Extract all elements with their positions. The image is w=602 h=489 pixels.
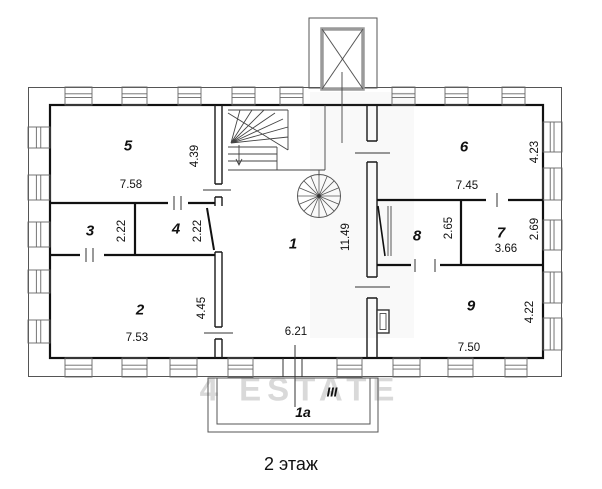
window-symbol	[392, 357, 421, 378]
balcony	[207, 377, 379, 433]
room-2-width-dim: 7.53	[126, 332, 148, 344]
room-3-height-dim: 2.22	[116, 220, 128, 242]
window-symbol	[177, 86, 202, 106]
window-symbol	[121, 357, 148, 378]
window-symbol	[64, 86, 93, 106]
watermark-shade	[310, 92, 414, 338]
room-8-number: 8	[413, 228, 422, 245]
window-symbol	[504, 357, 528, 378]
room-2-number: 2	[135, 302, 145, 319]
window-symbol	[542, 121, 563, 153]
window-symbol	[27, 174, 51, 201]
window-symbol	[279, 86, 304, 106]
staircase	[227, 109, 289, 170]
room-3-number: 3	[86, 223, 95, 240]
window-symbol	[169, 357, 198, 378]
room-6-width-dim: 7.45	[456, 180, 478, 192]
flue-niche	[376, 309, 390, 334]
room-1-width-dim: 6.21	[285, 326, 307, 338]
shaft	[308, 17, 378, 143]
room-7-number: 7	[497, 225, 506, 242]
window-symbol	[64, 357, 93, 378]
room-4-number: 4	[171, 221, 181, 238]
window-symbol	[391, 86, 416, 106]
spiral-staircase	[297, 174, 341, 218]
room4-door-leaf	[206, 207, 215, 251]
stair-down-arrow	[235, 145, 243, 167]
window-symbol	[542, 271, 563, 304]
room-1-height-dim: 11.49	[340, 223, 352, 251]
room-6-number: 6	[460, 139, 469, 156]
room-9-width-dim: 7.50	[458, 342, 480, 354]
window-symbol	[27, 126, 51, 149]
room-9-number: 9	[467, 298, 476, 315]
window-symbol	[542, 167, 563, 201]
room8-door-leaf	[377, 205, 392, 257]
window-symbol	[121, 86, 148, 106]
window-symbol	[227, 357, 254, 378]
room-5-number: 5	[124, 138, 133, 155]
room-2-height-dim: 4.45	[196, 297, 208, 319]
window-symbol	[501, 86, 526, 106]
room-4-height-dim: 2.22	[192, 220, 204, 242]
window-symbol	[27, 269, 51, 294]
window-symbol	[231, 86, 256, 106]
window-symbol	[27, 319, 51, 344]
room-1a-number: 1a	[295, 404, 311, 420]
balcony-door	[282, 345, 303, 407]
room-7-width-dim: 3.66	[495, 243, 517, 255]
floor-caption: 2 этаж	[264, 454, 318, 474]
labels: 5 7.58 4.39 3 2.22 4 2.22 2 7.53 4.45 1 …	[86, 138, 541, 475]
balcony-marker: III	[327, 385, 338, 400]
room-5-width-dim: 7.58	[120, 179, 142, 191]
room-5-height-dim: 4.39	[189, 145, 201, 167]
window-symbol	[336, 357, 363, 378]
window-symbol	[27, 221, 51, 248]
room-1-number: 1	[289, 236, 297, 253]
room-6-height-dim: 4.23	[529, 141, 541, 163]
window-symbol	[542, 317, 563, 351]
doors	[85, 152, 498, 407]
room-7-height-dim: 2.69	[529, 218, 541, 240]
room-8-height-dim: 2.65	[443, 217, 455, 239]
window-symbol	[542, 219, 563, 251]
window-symbol	[444, 86, 469, 106]
window-symbol	[447, 357, 474, 378]
windows	[27, 86, 563, 378]
room-9-height-dim: 4.22	[524, 301, 536, 323]
